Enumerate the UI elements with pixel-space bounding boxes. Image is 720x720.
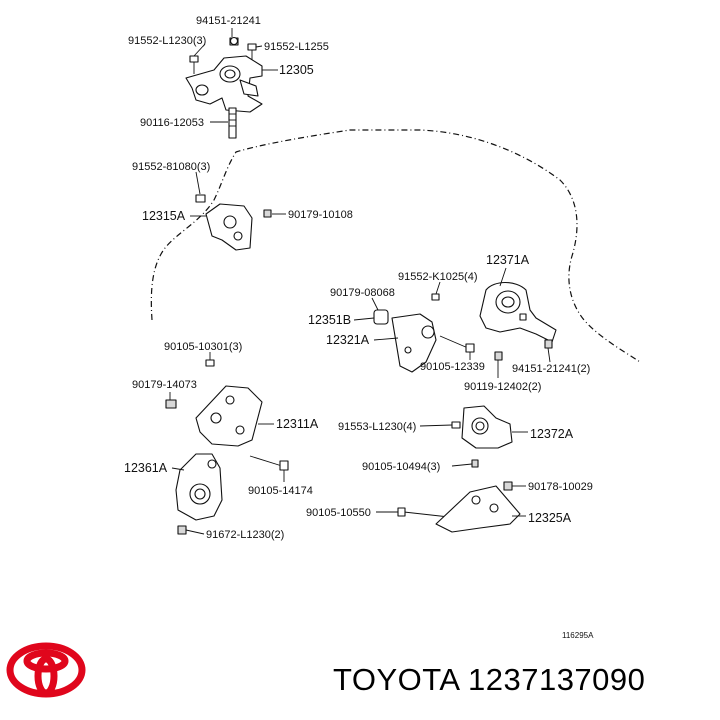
label-90105-14174: 90105-14174 bbox=[248, 485, 313, 497]
part-number-title: TOYOTA 1237137090 bbox=[333, 662, 646, 697]
label-91552-L1230: 91552-L1230(3) bbox=[128, 35, 206, 47]
label-90105-10550: 90105-10550 bbox=[306, 507, 371, 519]
engine-mount-12305 bbox=[185, 36, 263, 139]
body-outline bbox=[150, 129, 641, 363]
label-12372A: 12372A bbox=[530, 427, 574, 441]
label-91552-81080: 91552-81080(3) bbox=[132, 161, 210, 173]
label-91553-L1230: 91553-L1230(4) bbox=[338, 421, 416, 433]
bracket-12315A bbox=[195, 194, 272, 251]
label-90179-08068: 90179-08068 bbox=[330, 287, 395, 299]
label-12305: 12305 bbox=[279, 63, 314, 77]
bracket-12321A bbox=[373, 293, 475, 373]
label-90105-12339: 90105-12339 bbox=[420, 361, 485, 373]
label-12325A: 12325A bbox=[528, 511, 572, 525]
label-12311A: 12311A bbox=[276, 417, 319, 431]
label-94151-21241-2: 94151-21241(2) bbox=[512, 363, 590, 375]
leader-lines bbox=[169, 28, 551, 535]
bracket-12325A bbox=[397, 459, 521, 533]
engine-mount-12372A bbox=[451, 405, 513, 449]
label-90105-10301: 90105-10301(3) bbox=[164, 341, 242, 353]
label-90105-10494: 90105-10494(3) bbox=[362, 461, 440, 473]
label-90179-10108: 90179-10108 bbox=[288, 209, 353, 221]
label-90178-10029: 90178-10029 bbox=[528, 481, 593, 493]
label-12361A: 12361A bbox=[124, 461, 168, 475]
label-91552-K1025: 91552-K1025(4) bbox=[398, 271, 478, 283]
bracket-12311A bbox=[165, 359, 289, 471]
label-91552-L1255: 91552-L1255 bbox=[264, 41, 329, 53]
label-12315A: 12315A bbox=[142, 209, 186, 223]
label-12371A: 12371A bbox=[486, 253, 530, 267]
toyota-logo-icon bbox=[6, 642, 86, 698]
label-90116-12053: 90116-12053 bbox=[140, 117, 204, 129]
label-91672-L1230: 91672-L1230(2) bbox=[206, 529, 284, 541]
label-12351B: 12351B bbox=[308, 313, 351, 327]
engine-mount-12371A bbox=[479, 281, 557, 361]
label-94151-21241: 94151-21241 bbox=[196, 15, 261, 27]
label-90119-12402: 90119-12402(2) bbox=[464, 381, 541, 393]
figure-code: 116295A bbox=[562, 631, 594, 640]
engine-mount-12361A bbox=[175, 453, 223, 535]
label-12321A: 12321A bbox=[326, 333, 370, 347]
label-90179-14073: 90179-14073 bbox=[132, 379, 197, 391]
